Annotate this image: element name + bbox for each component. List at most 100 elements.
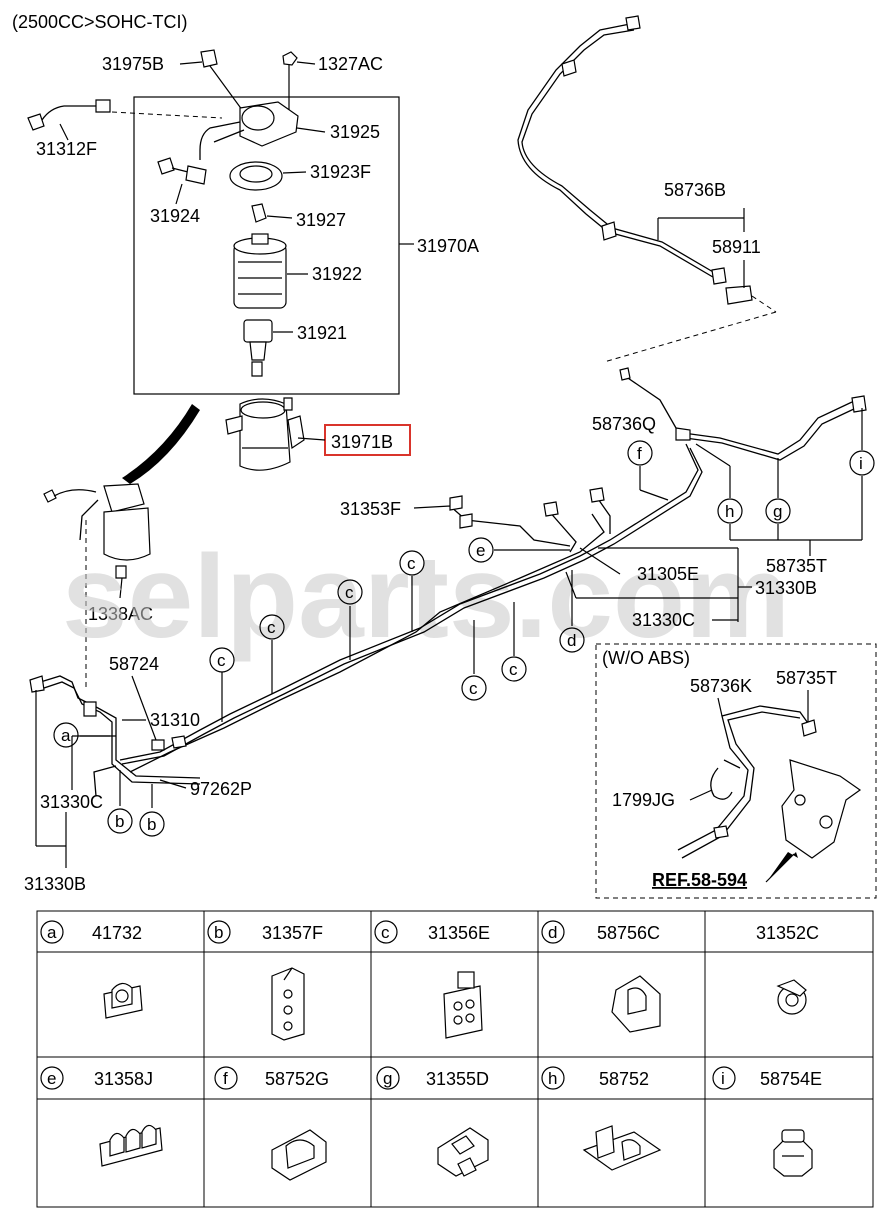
part-31927-drawing xyxy=(251,203,267,223)
mounted-filter-drawing xyxy=(43,483,151,690)
legend-g-part: 31355D xyxy=(426,1069,489,1089)
legend-c-part: 31356E xyxy=(428,923,490,943)
svg-text:c: c xyxy=(469,679,478,698)
cap-58754E-drawing xyxy=(773,1129,813,1177)
label-1327AC: 1327AC xyxy=(318,54,383,74)
svg-text:i: i xyxy=(859,454,863,473)
label-58736Q: 58736Q xyxy=(592,414,656,434)
svg-text:f: f xyxy=(637,444,642,463)
svg-text:c: c xyxy=(381,923,390,942)
svg-text:b: b xyxy=(214,923,223,942)
label-1799JG: 1799JG xyxy=(612,790,675,810)
callout-a: a xyxy=(53,722,79,748)
label-31970A: 31970A xyxy=(417,236,479,256)
svg-text:b: b xyxy=(147,815,156,834)
legend-a-letter: a xyxy=(40,920,64,944)
clip-58752G-drawing xyxy=(271,1129,327,1181)
label-31330B-left: 31330B xyxy=(24,874,86,894)
part-58736B-drawing xyxy=(517,15,753,305)
label-31330C-right: 31330C xyxy=(632,610,695,630)
svg-text:e: e xyxy=(47,1069,56,1088)
legend-b-part: 31357F xyxy=(262,923,323,943)
label-58736K: 58736K xyxy=(690,676,752,696)
legend-d-letter: d xyxy=(541,920,565,944)
callout-g: g xyxy=(765,498,791,524)
svg-text:c: c xyxy=(407,554,416,573)
legend-c-letter: c xyxy=(374,920,398,944)
callout-d: d xyxy=(559,627,585,653)
callout-b-1: b xyxy=(107,808,133,834)
part-31923F-drawing xyxy=(229,161,283,191)
callout-c-3: c xyxy=(337,579,363,605)
legend-h-letter: h xyxy=(541,1066,565,1090)
callout-c-6: c xyxy=(501,656,527,682)
label-31312F: 31312F xyxy=(36,139,97,159)
callout-c-2: c xyxy=(259,614,285,640)
legend-h-part: 58752 xyxy=(599,1069,649,1089)
callout-c-4: c xyxy=(399,550,425,576)
part-31921-drawing xyxy=(243,319,273,377)
svg-text:c: c xyxy=(267,618,276,637)
clip-58756C-drawing xyxy=(611,975,661,1033)
legend-e-letter: e xyxy=(40,1066,64,1090)
legend-i-part: 58754E xyxy=(760,1069,822,1089)
callout-b-2: b xyxy=(139,811,165,837)
legend-f-letter: f xyxy=(214,1066,238,1090)
filter-assembly-box xyxy=(133,96,400,395)
label-31975B: 31975B xyxy=(102,54,164,74)
clip-31357F-drawing xyxy=(271,967,305,1041)
part-31922-drawing xyxy=(233,233,287,309)
label-31330B-right: 31330B xyxy=(755,578,817,598)
label-31924: 31924 xyxy=(150,206,200,226)
svg-text:a: a xyxy=(61,726,71,745)
legend-f-part: 58752G xyxy=(265,1069,329,1089)
svg-text:f: f xyxy=(223,1069,228,1088)
arrow-pointer xyxy=(122,404,200,484)
clip-31352C-drawing xyxy=(776,979,807,1015)
legend-unlettered-part: 31352C xyxy=(756,923,819,943)
label-58736B: 58736B xyxy=(664,180,726,200)
label-58735T: 58735T xyxy=(766,556,827,576)
clip-31355D-drawing xyxy=(437,1127,489,1177)
part-31971B-drawing xyxy=(225,397,305,471)
watermark: selparts.com xyxy=(62,531,790,663)
clip-41732-drawing xyxy=(103,982,143,1019)
svg-text:a: a xyxy=(47,923,57,942)
callout-h: h xyxy=(717,498,743,524)
label-ref-58-594[interactable]: REF.58-594 xyxy=(652,870,747,890)
inset-lines-drawing xyxy=(677,705,862,859)
label-58735T-inset: 58735T xyxy=(776,668,837,688)
part-31353F-drawing xyxy=(413,495,571,547)
svg-text:i: i xyxy=(721,1069,725,1088)
inset-box xyxy=(595,643,877,899)
svg-text:c: c xyxy=(509,660,518,679)
label-31922: 31922 xyxy=(312,264,362,284)
engine-spec-label: (2500CC>SOHC-TCI) xyxy=(12,12,188,32)
legend-e-part: 31358J xyxy=(94,1069,153,1089)
clip-58752-drawing xyxy=(582,1125,662,1171)
label-31305E: 31305E xyxy=(637,564,699,584)
svg-text:g: g xyxy=(773,502,782,521)
label-31925: 31925 xyxy=(330,122,380,142)
label-31971B[interactable]: 31971B xyxy=(331,432,393,452)
inset-title: (W/O ABS) xyxy=(602,648,690,668)
label-97262P: 97262P xyxy=(190,779,252,799)
legend-d-part: 58756C xyxy=(597,923,660,943)
part-58736Q-drawing xyxy=(619,367,677,429)
svg-text:h: h xyxy=(548,1069,557,1088)
label-31310: 31310 xyxy=(150,710,200,730)
legend-a-part: 41732 xyxy=(92,923,142,943)
label-31923F: 31923F xyxy=(310,162,371,182)
svg-text:d: d xyxy=(567,631,576,650)
legend-b-letter: b xyxy=(207,920,231,944)
label-58724: 58724 xyxy=(109,654,159,674)
legend-table xyxy=(36,910,874,1208)
part-31925-drawing xyxy=(199,101,299,160)
callout-i: i xyxy=(849,450,875,476)
svg-text:c: c xyxy=(217,651,226,670)
part-31924-drawing xyxy=(157,157,207,185)
legend-i-letter: i xyxy=(712,1066,736,1090)
main-fuel-lines xyxy=(29,395,867,797)
callout-c-5: c xyxy=(461,675,487,701)
